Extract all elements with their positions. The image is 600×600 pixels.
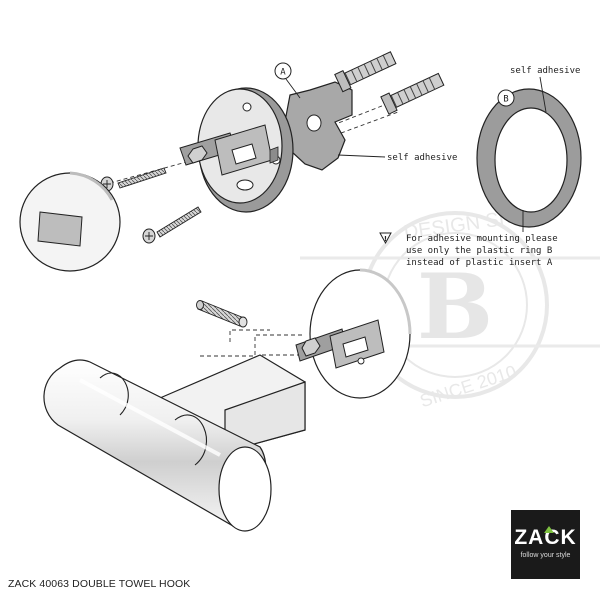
callout-a: A xyxy=(274,62,301,99)
watermark-text-bottom: SINCE 2010 xyxy=(417,361,518,411)
self-adhesive-b-label: self adhesive xyxy=(510,66,580,113)
zack-logo: ZACK follow your style xyxy=(511,510,580,579)
plastic-ring-b xyxy=(476,88,582,228)
adhesive-note: ! For adhesive mounting please use only … xyxy=(379,210,558,268)
note-line-2: use only the plastic ring B xyxy=(406,246,552,256)
wall-mount-plate xyxy=(179,87,294,213)
product-caption: ZACK 40063 DOUBLE TOWEL HOOK xyxy=(8,578,191,590)
stud-bolt xyxy=(196,300,248,328)
wall-anchor-lower xyxy=(380,72,445,115)
cover-rosette xyxy=(19,171,121,272)
screw-lower xyxy=(142,206,202,244)
logo-tagline: follow your style xyxy=(520,552,571,559)
callout-b: B xyxy=(497,89,515,107)
wall-anchor-upper xyxy=(334,51,397,93)
callout-b-text: B xyxy=(503,95,508,105)
warning-icon: ! xyxy=(384,235,387,243)
callout-a-text: A xyxy=(280,68,286,78)
logo-accent-mark xyxy=(544,526,554,533)
logo-word: ZACK xyxy=(514,526,577,549)
note-line-1: For adhesive mounting please xyxy=(406,234,558,244)
screw-upper xyxy=(100,167,167,192)
self-adhesive-b-text: self adhesive xyxy=(510,66,580,76)
note-line-3: instead of plastic insert A xyxy=(406,258,553,268)
self-adhesive-a-text: self adhesive xyxy=(387,153,457,163)
watermark-letter: B xyxy=(417,254,493,360)
double-towel-hook xyxy=(43,354,306,532)
plastic-insert-a xyxy=(282,81,353,171)
hook-rosette xyxy=(295,268,412,399)
self-adhesive-a-label: self adhesive xyxy=(337,153,457,163)
